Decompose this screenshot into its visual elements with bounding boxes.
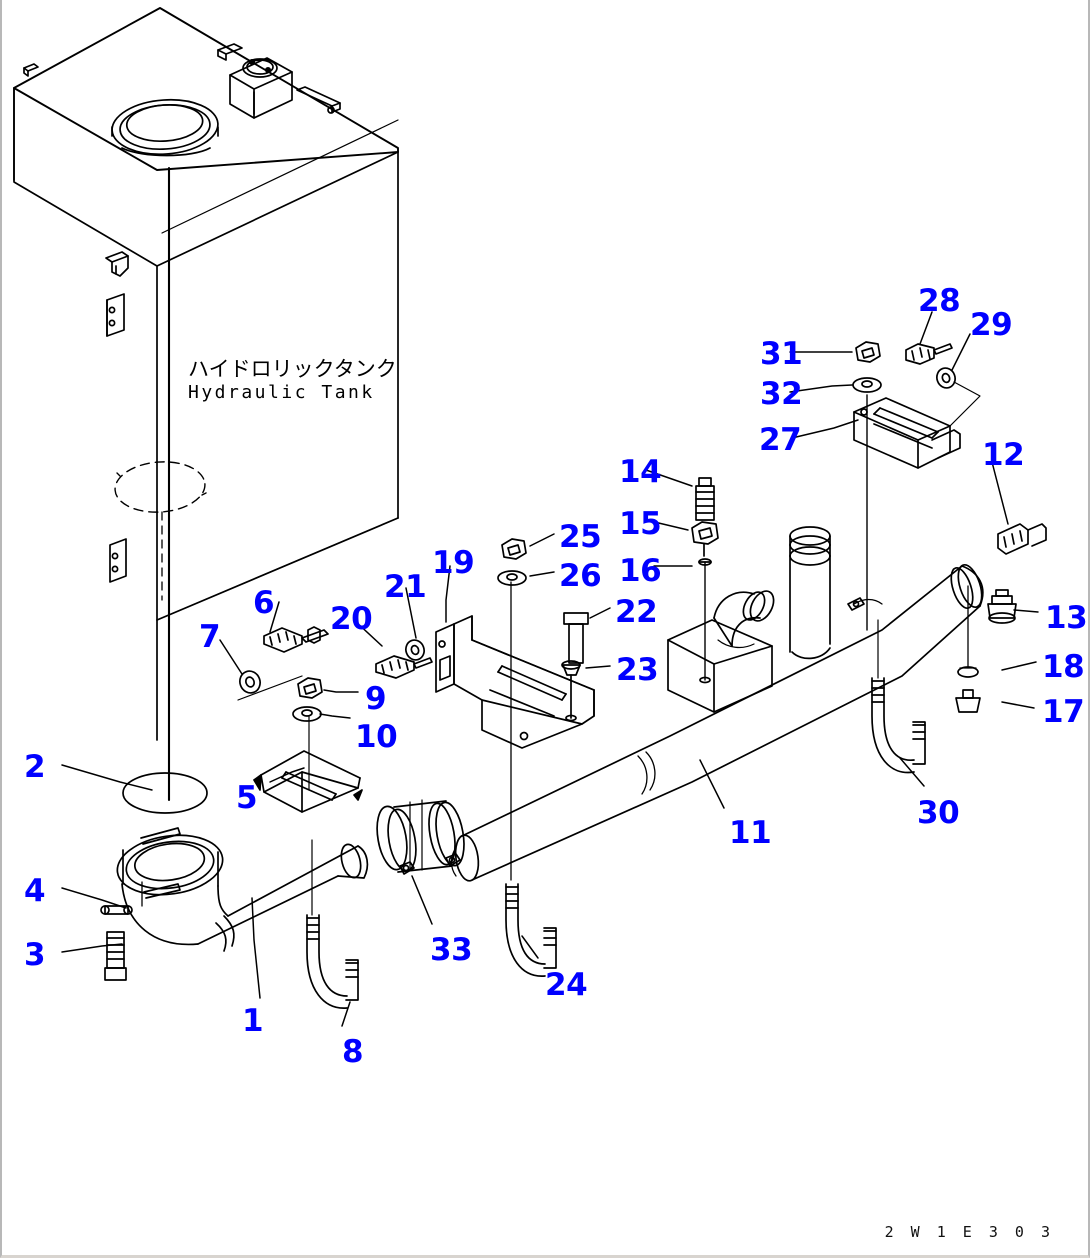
callout-12[interactable]: 12 bbox=[982, 437, 1025, 473]
callout-14[interactable]: 14 bbox=[619, 454, 662, 490]
center-elbow-fitting bbox=[713, 590, 775, 649]
callout-15[interactable]: 15 bbox=[619, 506, 662, 542]
tank-side-clip-upper bbox=[105, 251, 129, 277]
part-15-nut bbox=[691, 521, 719, 557]
part-30-u-bolt bbox=[871, 677, 926, 774]
callout-26[interactable]: 26 bbox=[559, 558, 602, 594]
part-16-stud bbox=[698, 558, 712, 684]
tank-top-bracket-left bbox=[217, 43, 243, 61]
tank-side-clip-bottom bbox=[109, 538, 127, 583]
callout-25[interactable]: 25 bbox=[559, 519, 602, 555]
part-5-clamp-bracket bbox=[253, 750, 363, 813]
part-27-support-bracket bbox=[853, 397, 961, 469]
callout-16[interactable]: 16 bbox=[619, 553, 662, 589]
part-21-washer bbox=[405, 639, 425, 661]
callout-22[interactable]: 22 bbox=[615, 594, 658, 630]
center-riser-pipe bbox=[789, 526, 831, 660]
callout-11[interactable]: 11 bbox=[729, 815, 772, 851]
callout-8[interactable]: 8 bbox=[342, 1034, 364, 1070]
part-24-u-bolt bbox=[505, 883, 557, 977]
tank-breather-box bbox=[229, 57, 293, 119]
callout-18[interactable]: 18 bbox=[1042, 649, 1085, 685]
part-32-washer bbox=[852, 377, 882, 393]
part-20-bolt bbox=[375, 655, 433, 679]
part-28-bolt bbox=[905, 343, 953, 365]
tank-side-clip-lower bbox=[106, 293, 125, 337]
tank-top-bracket-right bbox=[296, 86, 341, 114]
part-8-u-bolt bbox=[306, 914, 359, 1009]
callout-28[interactable]: 28 bbox=[918, 283, 961, 319]
part-31-nut bbox=[855, 341, 881, 363]
part-29-washer bbox=[936, 367, 956, 389]
tank-label-english: Hydraulic Tank bbox=[188, 382, 375, 403]
callout-13[interactable]: 13 bbox=[1045, 600, 1088, 636]
callout-6[interactable]: 6 bbox=[253, 585, 275, 621]
callout-2[interactable]: 2 bbox=[24, 749, 46, 785]
callout-3[interactable]: 3 bbox=[24, 937, 46, 973]
callout-33[interactable]: 33 bbox=[430, 932, 473, 968]
leader-lines bbox=[61, 311, 1039, 1027]
part-14-bolt bbox=[695, 477, 715, 521]
part-1-suction-pipe bbox=[116, 827, 369, 952]
callout-9[interactable]: 9 bbox=[365, 681, 387, 717]
callout-32[interactable]: 32 bbox=[760, 376, 803, 412]
part-19-mounting-bracket bbox=[435, 615, 595, 749]
part-7-washer bbox=[239, 670, 261, 694]
part-9-nut bbox=[297, 677, 323, 699]
diagram-code: 2 W 1 E 3 0 3 bbox=[884, 1223, 1054, 1241]
tank-filler-ring bbox=[111, 98, 219, 157]
part-25-nut bbox=[501, 538, 527, 560]
callout-20[interactable]: 20 bbox=[330, 601, 373, 637]
pipe-small-boss bbox=[847, 597, 865, 611]
part-33-coupling-sleeve bbox=[376, 799, 465, 875]
part-6-bolt bbox=[263, 626, 329, 653]
pipe-saddle-block bbox=[667, 619, 773, 713]
tank-label-japanese: ハイドロリックタンク bbox=[188, 357, 397, 381]
hydraulic-tank-body bbox=[13, 7, 399, 741]
callout-23[interactable]: 23 bbox=[616, 652, 659, 688]
part-4-washer bbox=[100, 905, 133, 915]
part-2-gasket bbox=[122, 772, 208, 814]
callout-10[interactable]: 10 bbox=[355, 719, 398, 755]
callout-30[interactable]: 30 bbox=[917, 795, 960, 831]
part-26-washer bbox=[497, 570, 527, 586]
callout-19[interactable]: 19 bbox=[432, 545, 475, 581]
callout-21[interactable]: 21 bbox=[384, 569, 427, 605]
part-10-washer bbox=[292, 706, 322, 722]
callout-1[interactable]: 1 bbox=[242, 1003, 264, 1039]
tank-outlet-hidden-circle bbox=[114, 461, 206, 513]
part-13-drain-plug bbox=[987, 589, 1017, 624]
callout-17[interactable]: 17 bbox=[1042, 694, 1085, 730]
tank-top-clip bbox=[23, 63, 39, 77]
part-3-bolt bbox=[104, 931, 127, 981]
callout-5[interactable]: 5 bbox=[236, 780, 258, 816]
part-22-bolt bbox=[563, 612, 589, 664]
part-12-elbow-fitting bbox=[997, 523, 1047, 555]
part-11-main-pipe bbox=[450, 563, 984, 882]
part-23-screw bbox=[561, 660, 581, 722]
callout-24[interactable]: 24 bbox=[545, 967, 588, 1003]
callout-7[interactable]: 7 bbox=[199, 619, 221, 655]
callout-31[interactable]: 31 bbox=[760, 336, 803, 372]
part-17-bolt bbox=[955, 689, 981, 713]
callout-27[interactable]: 27 bbox=[759, 422, 802, 458]
callout-4[interactable]: 4 bbox=[24, 873, 46, 909]
callout-29[interactable]: 29 bbox=[970, 307, 1013, 343]
